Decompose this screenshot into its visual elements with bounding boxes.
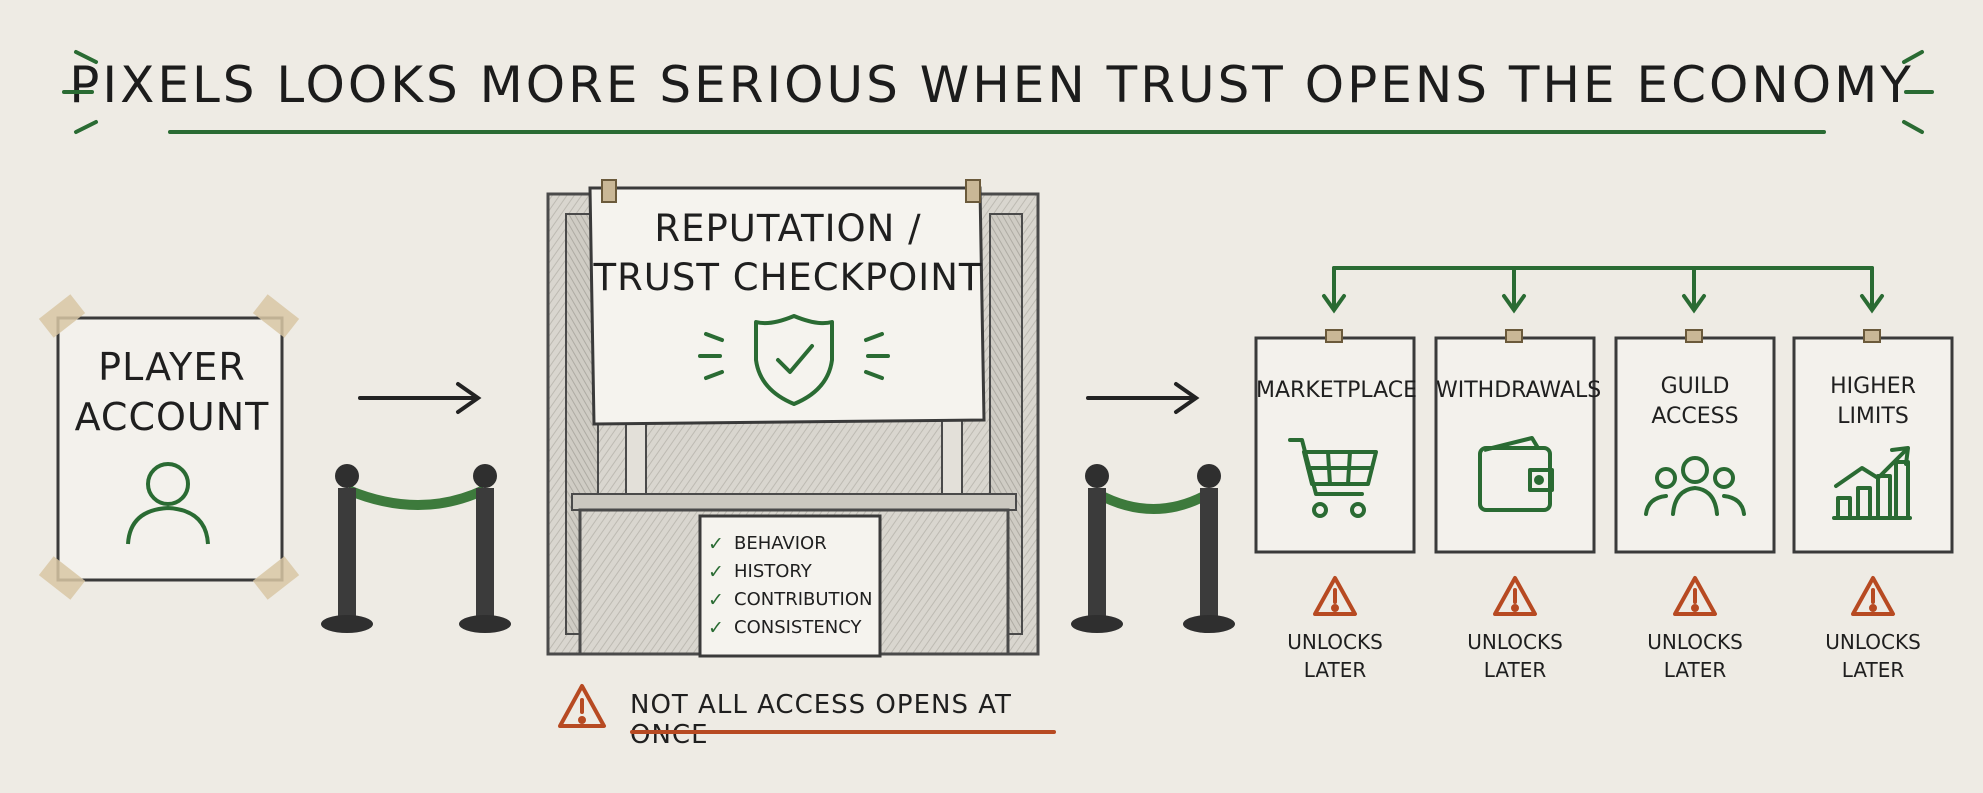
checkpoint-label-line1: REPUTATION / <box>654 207 922 250</box>
criteria-item: ✓ HISTORY <box>708 558 880 586</box>
card-title-line2: LIMITS <box>1837 404 1909 429</box>
unlock-status-line2: LATER <box>1303 658 1367 682</box>
unlock-status-line2: LATER <box>1841 658 1905 682</box>
player-label-line1: PLAYER <box>98 345 246 389</box>
warning-icon-marketplace <box>1313 576 1357 616</box>
unlock-status-marketplace: UNLOCKS LATER <box>1256 628 1414 684</box>
player-account-label: PLAYER ACCOUNT <box>58 342 286 442</box>
rope-barrier-left <box>321 464 511 633</box>
card-title-limits: HIGHER LIMITS <box>1794 372 1952 432</box>
criteria-sign <box>698 514 882 658</box>
warning-icon <box>558 684 606 728</box>
card-title-line2: ACCESS <box>1651 404 1739 429</box>
card-title-line1: GUILD <box>1660 374 1730 399</box>
criteria-label: HISTORY <box>734 561 812 582</box>
checkpoint-label: REPUTATION / TRUST CHECKPOINT <box>588 204 988 302</box>
card-title-withdrawals: WITHDRAWALS <box>1436 376 1602 406</box>
title-accent-left <box>62 50 98 134</box>
access-card-withdrawals <box>1434 329 1596 554</box>
card-title-line1: MARKETPLACE <box>1256 378 1418 403</box>
warning-icon-guild <box>1673 576 1717 616</box>
unlock-status-line1: UNLOCKS <box>1287 630 1383 654</box>
card-title-line1: HIGHER <box>1830 374 1916 399</box>
card-title-line1: WITHDRAWALS <box>1436 378 1602 403</box>
check-icon: ✓ <box>708 617 724 639</box>
criteria-item: ✓ CONSISTENCY <box>708 614 880 642</box>
checkpoint-banner <box>588 179 986 426</box>
group-icon <box>1644 456 1746 516</box>
criteria-list: ✓ BEHAVIOR ✓ HISTORY ✓ CONTRIBUTION ✓ CONSIS… <box>708 530 880 642</box>
unlock-status-withdrawals: UNLOCKS LATER <box>1436 628 1594 684</box>
unlock-status-line2: LATER <box>1663 658 1727 682</box>
user-icon <box>126 462 210 545</box>
flow-arrow-1 <box>358 382 482 414</box>
unlock-status-line1: UNLOCKS <box>1467 630 1563 654</box>
criteria-label: CONTRIBUTION <box>734 589 873 610</box>
check-icon: ✓ <box>708 561 724 583</box>
unlock-status-limits: UNLOCKS LATER <box>1794 628 1952 684</box>
unlock-status-guild: UNLOCKS LATER <box>1616 628 1774 684</box>
criteria-item: ✓ CONTRIBUTION <box>708 586 880 614</box>
player-label-line2: ACCOUNT <box>74 395 270 439</box>
unlock-status-line2: LATER <box>1483 658 1547 682</box>
warning-icon-limits <box>1851 576 1895 616</box>
unlock-status-line1: UNLOCKS <box>1647 630 1743 654</box>
criteria-item: ✓ BEHAVIOR <box>708 530 880 558</box>
growth-chart-icon <box>1832 446 1912 520</box>
check-icon: ✓ <box>708 533 724 555</box>
criteria-label: CONSISTENCY <box>734 617 862 638</box>
title-accent-right <box>1902 50 1934 134</box>
cart-icon <box>1288 438 1378 518</box>
flow-arrow-2 <box>1086 382 1200 414</box>
access-card-marketplace <box>1254 329 1416 554</box>
wallet-icon <box>1478 436 1554 512</box>
player-account-card <box>38 294 300 600</box>
access-connector <box>1322 266 1884 314</box>
access-card-guild <box>1614 329 1776 554</box>
warning-icon-withdrawals <box>1493 576 1537 616</box>
checkpoint-label-line2: TRUST CHECKPOINT <box>593 256 983 299</box>
unlock-status-line1: UNLOCKS <box>1825 630 1921 654</box>
card-title-guild: GUILD ACCESS <box>1616 372 1774 432</box>
warning-text: NOT ALL ACCESS OPENS AT ONCE <box>630 690 1012 750</box>
criteria-label: BEHAVIOR <box>734 533 827 554</box>
shield-check-icon <box>698 314 890 406</box>
warning-underline <box>630 730 1056 734</box>
page-title: PIXELS LOOKS MORE SERIOUS WHEN TRUST OPE… <box>69 56 1914 114</box>
check-icon: ✓ <box>708 589 724 611</box>
title-underline <box>168 130 1826 134</box>
rope-barrier-right <box>1071 464 1235 633</box>
card-title-marketplace: MARKETPLACE <box>1256 376 1418 406</box>
